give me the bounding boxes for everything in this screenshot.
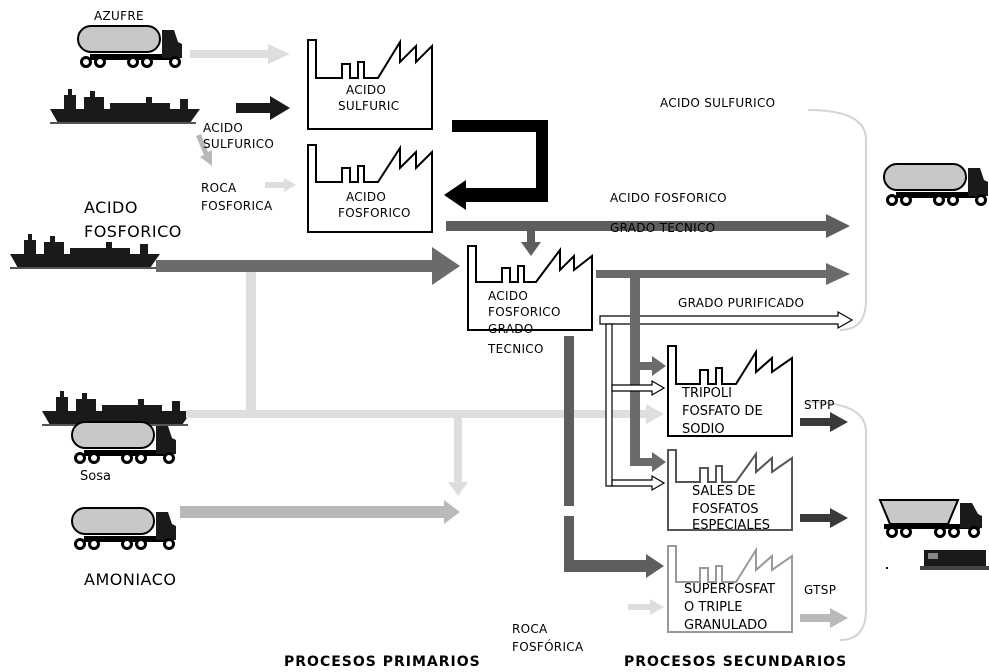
label-out-gtsp: GTSP: [804, 583, 837, 597]
plant-superfosfato-building: [667, 545, 793, 633]
arrow-fosforico-out: [446, 214, 850, 238]
arrow-azufre: [190, 44, 290, 64]
plant-grado-tecnico-building: [467, 245, 593, 331]
train-icon: [886, 550, 989, 570]
arrow-gray-tripoli: [640, 356, 666, 376]
bracket-sales: [807, 401, 867, 641]
heading-procesos-primarios: PROCESOS PRIMARIOS: [284, 654, 481, 670]
arrow-gray-sales: [640, 452, 666, 472]
arrow-roca-bottom: [628, 599, 664, 615]
arrow-to-superfosfato: [564, 554, 664, 578]
plant-acido-fosforico-building: [307, 144, 433, 233]
arrow-loop-sulfurico: [444, 120, 548, 210]
hopper-truck-icon: [878, 499, 982, 538]
truck-azufre-icon: [76, 24, 184, 68]
plant-acido-sulfurico-building: [307, 38, 433, 130]
plant-grado-tecnico-label-3: GRADO: [488, 322, 534, 336]
truck-sosa-icon: [70, 420, 178, 464]
plant-acido-fosforico-label-1: ACIDO: [346, 190, 387, 204]
connector-pale-vertical: [246, 272, 256, 410]
connector-pale-down: [448, 418, 468, 496]
label-acido-fosforico-in-1: ACIDO: [84, 198, 138, 217]
heading-procesos-secundarios: PROCESOS SECUNDARIOS: [624, 654, 848, 670]
label-out-acido-fosforico: ACIDO FOSFORICO: [610, 191, 727, 205]
truck-output-acidos-icon: [882, 162, 989, 206]
connector-outline-vertical: [605, 323, 613, 487]
label-out-grado-purificado: GRADO PURIFICADO: [678, 296, 805, 310]
plant-grado-tecnico-label-4: TECNICO: [488, 342, 544, 356]
label-acido-sulfurico-in-1: ACIDO: [203, 121, 244, 135]
plant-superfosfato-label-2: O TRIPLE: [684, 600, 743, 615]
arrow-roca-in: [265, 178, 296, 192]
truck-amoniaco-icon: [70, 506, 178, 550]
plant-superfosfato-label-1: SUPERFOSFAT: [684, 582, 775, 597]
ship-sosa-icon: [41, 390, 193, 426]
label-out-grado-tecnico: GRADO TECNICO: [610, 221, 716, 235]
arrow-plant3-out: [596, 263, 850, 285]
arrow-outline-tripoli: [611, 379, 666, 397]
plant-tripoli-label-1: TRIPOLI: [682, 386, 732, 401]
plant-tripoli-label-3: SODIO: [682, 422, 725, 435]
ship-acido-sulfurico-icon: [49, 88, 201, 124]
plant-sales-label-3: ESPECIALES: [692, 518, 771, 532]
label-acido-fosforico-in-2: FOSFORICO: [84, 222, 182, 241]
label-amoniaco: AMONIACO: [84, 570, 177, 589]
arrow-sales-out: [800, 508, 848, 528]
arrow-sulfurico-down: [196, 134, 212, 166]
label-out-stpp: STPP: [804, 398, 835, 412]
label-sosa: Sosa: [80, 469, 111, 484]
plant-superfosfato-label-3: GRANULADO: [684, 618, 768, 632]
plant-grado-tecnico-label-2: FOSFORICO: [488, 305, 561, 319]
plant-tripoli-label-2: FOSFATO DE: [682, 404, 763, 419]
connector-gray-vertical: [630, 278, 640, 466]
label-roca-bottom-2: FOSFÓRICA: [512, 640, 584, 654]
arrow-ship-fosforico: [156, 247, 460, 285]
arrow-outline-sales: [611, 474, 666, 492]
connector-dark-vertical-1: [564, 336, 574, 506]
plant-acido-sulfurico-label-2: SULFURIC: [338, 99, 400, 113]
arrow-amoniaco: [180, 500, 460, 524]
arrow-down-plant3: [521, 231, 541, 256]
label-roca-bottom-1: ROCA: [512, 622, 548, 636]
label-acido-sulfurico-in-2: SULFURICO: [203, 137, 275, 151]
plant-acido-fosforico-label-2: FOSFORICO: [338, 206, 411, 220]
plant-acido-sulfurico-label-1: ACIDO: [346, 83, 387, 97]
plant-grado-tecnico-label-1: ACIDO: [488, 289, 529, 303]
plant-sales-building: [667, 449, 793, 531]
label-azufre: AZUFRE: [94, 9, 144, 23]
plant-sales-label-2: FOSFATOS: [692, 502, 759, 517]
arrow-ship-sulfurico: [236, 96, 290, 120]
plant-tripoli-building: [667, 345, 793, 437]
label-roca-in-2: FOSFORICA: [201, 199, 273, 213]
arrow-stpp: [800, 412, 848, 432]
connector-dark-vertical-2: [564, 516, 574, 568]
arrow-gtsp: [800, 608, 848, 628]
plant-sales-label-1: SALES DE: [692, 484, 756, 499]
arrow-sosa: [186, 404, 664, 424]
bracket-acidos: [807, 109, 867, 331]
label-out-acido-sulfurico: ACIDO SULFURICO: [660, 96, 776, 110]
label-roca-in-1: ROCA: [201, 181, 237, 195]
